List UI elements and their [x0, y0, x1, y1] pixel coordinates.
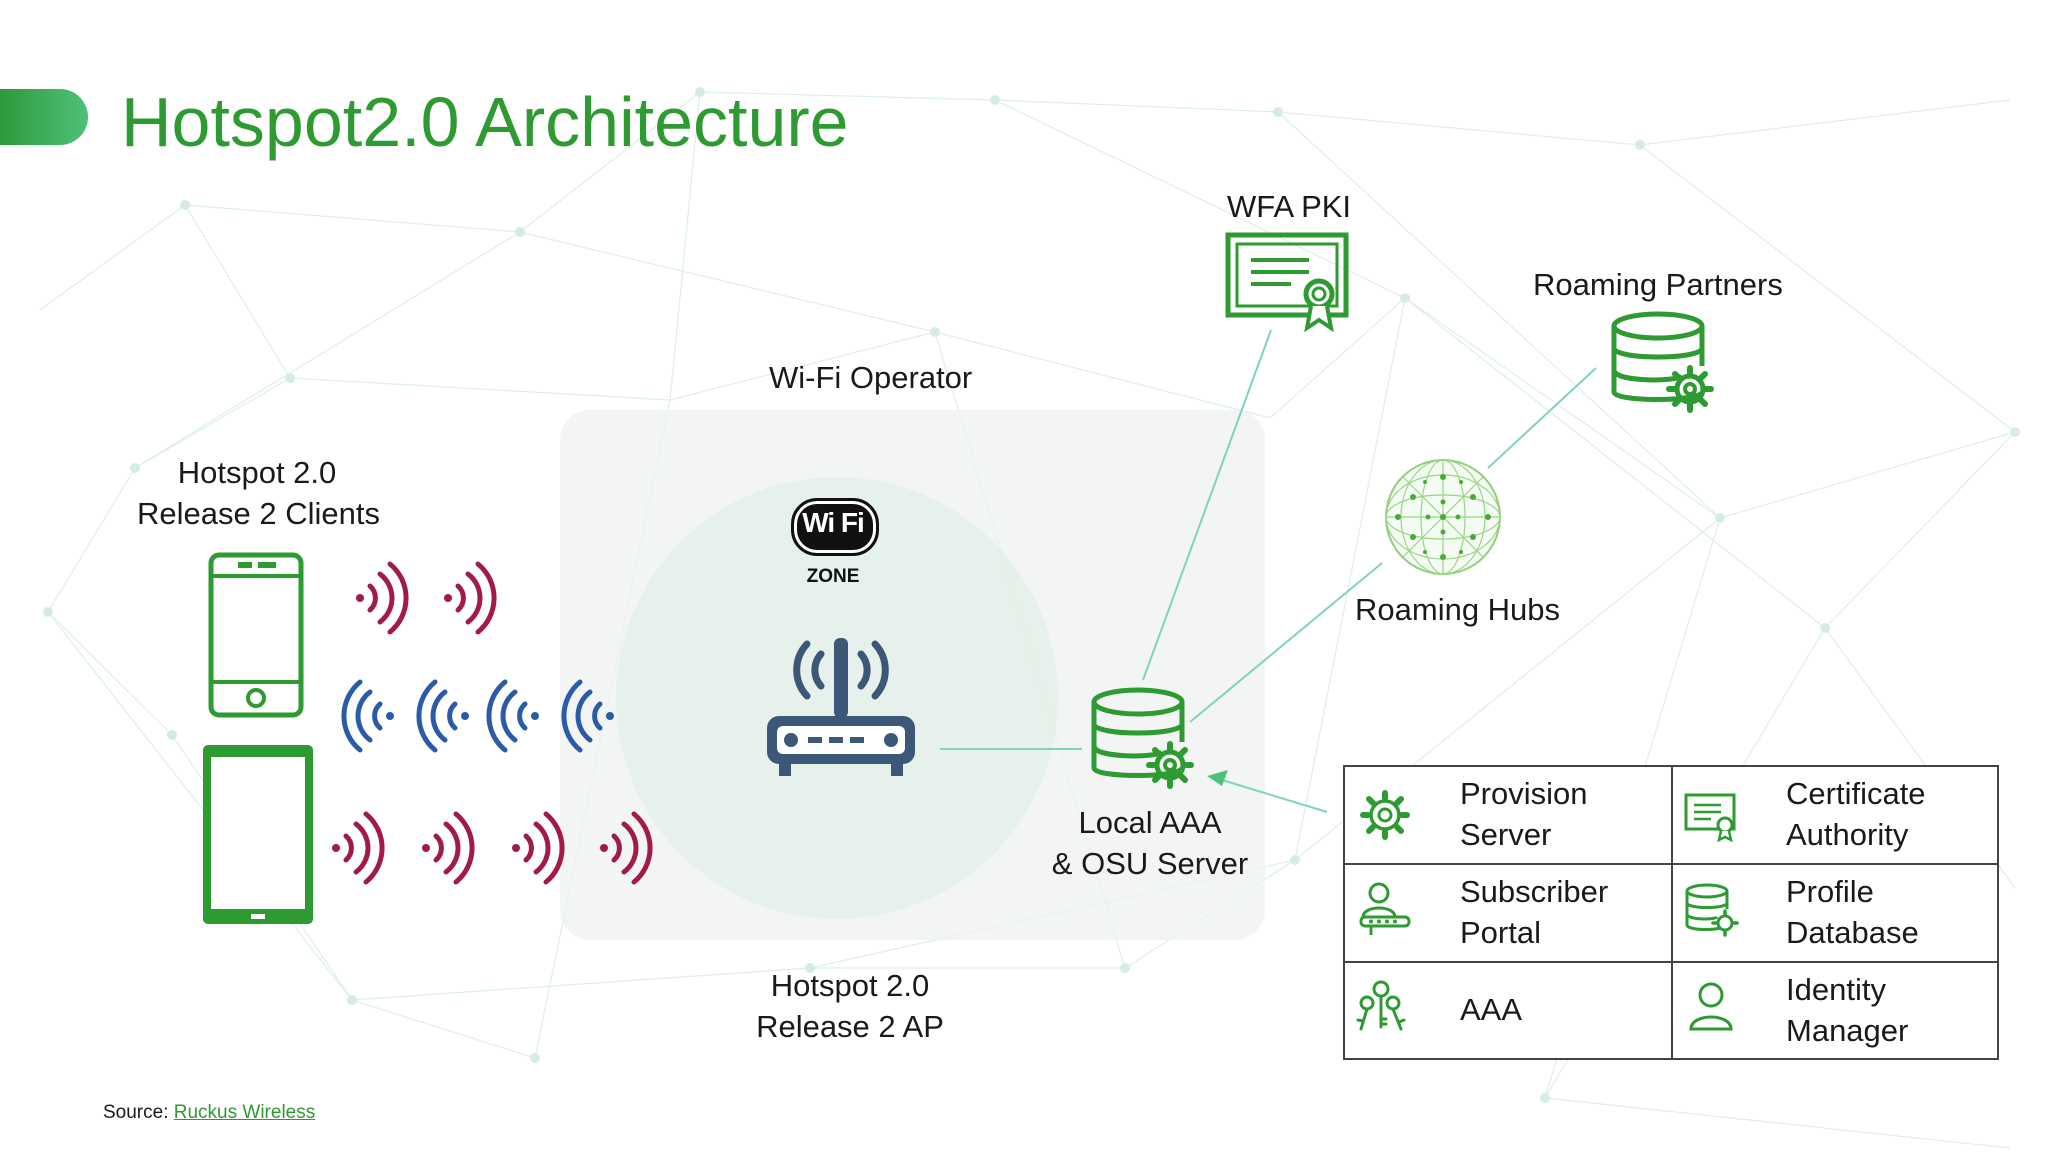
legend-aaa: AAA — [1460, 992, 1523, 1027]
legend-divider — [1671, 767, 1673, 1058]
roaming-hubs-label: Roaming Hubs — [1355, 592, 1561, 627]
wifi-operator-label: Wi-Fi Operator — [769, 360, 973, 395]
link-aaa-pki — [1142, 329, 1272, 681]
source-link[interactable]: Ruckus Wireless — [173, 1102, 316, 1123]
roaming-partners-label: Roaming Partners — [1533, 267, 1783, 302]
arrow-head — [1207, 770, 1228, 786]
page-title: Hotspot2.0 Architecture — [121, 83, 849, 161]
wifi-zone-logo: Wi Fi ZONE — [787, 496, 887, 592]
signal-red-icon — [512, 814, 562, 882]
keys-icon — [1356, 980, 1406, 1031]
router-icon — [767, 638, 915, 776]
link-legend-aaa — [1221, 779, 1328, 813]
person-icon — [1689, 982, 1733, 1031]
globe-network-icon — [1385, 459, 1501, 575]
title-accent-bar — [0, 89, 88, 145]
wifi-logo-zone: ZONE — [806, 566, 860, 587]
tablet-icon — [203, 745, 313, 924]
certificate-icon — [1225, 232, 1349, 333]
source-footnote: Source: Ruckus Wireless — [103, 1102, 315, 1124]
signal-red-icon — [444, 564, 494, 632]
aaa-database-gear-icon — [1091, 687, 1194, 789]
user-key-icon — [1359, 882, 1411, 935]
wifi-logo-badge — [791, 498, 879, 556]
signal-blue-icon — [489, 682, 539, 750]
partners-database-gear-icon — [1611, 311, 1714, 413]
ap-label: Hotspot 2.0 Release 2 AP — [756, 968, 944, 1044]
wifi-logo-text: Wi Fi — [802, 507, 865, 538]
smartphone-icon — [208, 552, 304, 718]
link-aaa-hubs — [1189, 562, 1383, 723]
signal-red-icon — [332, 814, 382, 882]
certificate-icon — [1684, 793, 1736, 843]
signal-waves — [320, 550, 660, 890]
signal-blue-icon — [564, 682, 614, 750]
signal-red-icon — [600, 814, 650, 882]
signal-red-icon — [356, 564, 406, 632]
legend-divider — [1345, 961, 1997, 963]
link-hubs-partners — [1487, 367, 1597, 469]
aaa-server-label: Local AAA & OSU Server — [1051, 805, 1249, 881]
source-prefix: Source: — [103, 1102, 174, 1123]
legend-divider — [1345, 863, 1997, 865]
database-gear-icon — [1685, 883, 1739, 937]
signal-red-icon — [422, 814, 472, 882]
signal-blue-icon — [419, 682, 469, 750]
clients-label: Hotspot 2.0 Release 2 Clients — [137, 455, 380, 531]
gear-icon — [1360, 790, 1410, 840]
signal-blue-icon — [344, 682, 394, 750]
wfa-pki-label: WFA PKI — [1227, 189, 1352, 224]
